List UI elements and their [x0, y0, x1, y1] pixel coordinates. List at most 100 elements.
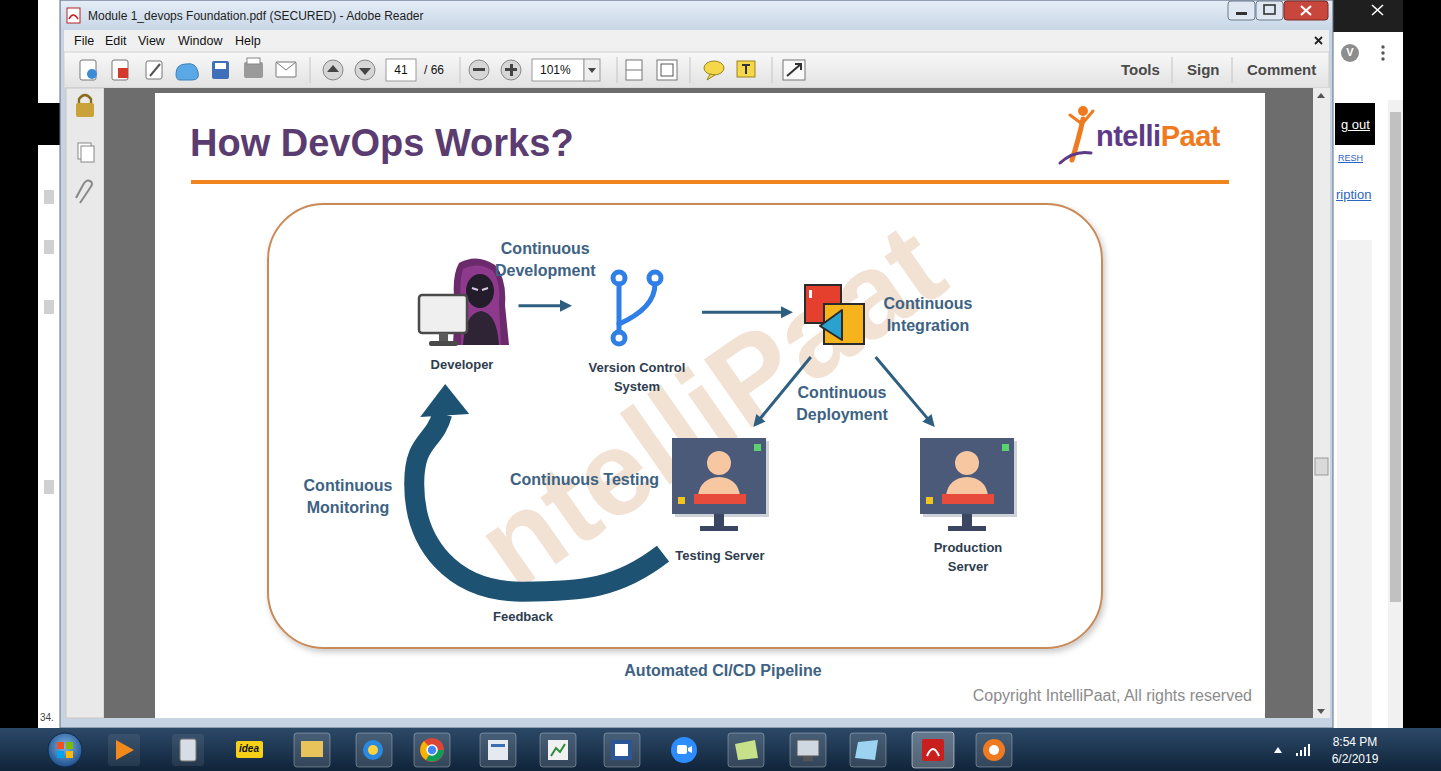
- slide-art: [1078, 106, 1088, 116]
- dev-icon: [453, 258, 509, 345]
- ci-icon: [809, 290, 812, 298]
- browser-window: [1372, 5, 1383, 15]
- side-panel-icons: [81, 146, 94, 162]
- taskbar: [116, 740, 134, 760]
- vcs-icon: [607, 268, 667, 348]
- mon-icon: [942, 494, 994, 504]
- vcs-node: Version Control System: [579, 266, 695, 398]
- toolbar-icons: [532, 59, 584, 81]
- taskbar: [735, 740, 758, 760]
- toolbar-icons: [276, 62, 296, 77]
- toolbar-icons: [118, 68, 128, 78]
- browser-link: ription: [1336, 187, 1371, 202]
- taskbar: [66, 751, 73, 758]
- flow-arrow: [519, 300, 573, 312]
- browser-window: [1337, 240, 1372, 728]
- ci-icon: [824, 304, 864, 344]
- toolbar-icons: [215, 63, 226, 69]
- page-number: 41: [394, 63, 407, 77]
- flow-arrow: [876, 357, 935, 427]
- toolbar-icons: [584, 59, 600, 81]
- taskbar: [983, 739, 1005, 761]
- taskbar: [414, 733, 450, 767]
- arrow-head: [560, 300, 572, 312]
- mon-icon: [672, 438, 766, 514]
- feedback-label: Feedback: [493, 609, 553, 624]
- taskbar: [540, 733, 576, 767]
- mon-icon: [946, 477, 988, 496]
- taskbar: [0, 728, 1441, 771]
- side-panel-icons: [76, 103, 94, 117]
- taskbar: [855, 740, 878, 760]
- browser-link: g out: [1341, 117, 1370, 132]
- browser-window: [44, 190, 54, 204]
- taskbar: [1274, 747, 1282, 753]
- taskbar: [604, 733, 640, 767]
- taskbar: [1308, 744, 1310, 756]
- ci-node: Continuous Integration: [800, 280, 980, 350]
- browser-window: [38, 0, 1403, 728]
- toolbar-icons: [247, 58, 260, 64]
- stage-label: Continuous Testing: [510, 469, 659, 491]
- reader-window: [1315, 37, 1322, 44]
- taskbar: [0, 728, 1441, 771]
- arrow-head: [420, 384, 469, 417]
- flow-arrow: [753, 357, 811, 427]
- status-text: 34.: [40, 712, 54, 723]
- browser-window: [44, 480, 54, 494]
- zoom-value: 101%: [540, 63, 571, 77]
- mon-icon: [955, 451, 979, 475]
- toolbar-icons: [327, 65, 339, 72]
- toolbar-icons: [617, 57, 618, 83]
- mon-icon: [918, 436, 1018, 534]
- mon-icon: [707, 451, 731, 475]
- toolbar-icons: [787, 64, 801, 76]
- menu-item: View: [138, 34, 165, 48]
- reader-window: [64, 30, 1329, 52]
- feedback-curve: [414, 414, 663, 592]
- toolbar-icons: [359, 68, 371, 75]
- toolbar-icons: [112, 60, 128, 80]
- toolbar-icons: [588, 68, 596, 73]
- toolbar-icons: [501, 60, 521, 80]
- browser-window: [44, 240, 54, 254]
- dev-icon: [419, 295, 467, 333]
- slide-art: [1070, 111, 1093, 124]
- page-count: / 66: [424, 63, 444, 77]
- reader-window: [61, 1, 1332, 30]
- taskbar: [368, 745, 378, 755]
- taskbar: [927, 749, 939, 756]
- toolbar-icons: [626, 60, 642, 80]
- mon-icon: [948, 526, 986, 531]
- edge-label: Continuous Development: [486, 238, 604, 282]
- toolbar-icons: [212, 61, 229, 79]
- toolbar-icons: [460, 57, 461, 83]
- toolbar-icons: [386, 59, 416, 81]
- slide-caption: Automated CI/CD Pipeline: [624, 662, 821, 680]
- vcs-icon: [613, 272, 625, 284]
- ci-icon: [820, 310, 842, 340]
- vcs-icon: [613, 332, 625, 344]
- developer-node: Developer: [413, 255, 512, 376]
- vcs-icon: [607, 268, 667, 348]
- taskbar: [803, 756, 813, 761]
- menu-item: Edit: [105, 34, 127, 48]
- browser-window: [1390, 112, 1401, 602]
- reader-window: [1313, 88, 1330, 718]
- reader-window: [1317, 709, 1325, 714]
- toolbar-icons: [742, 65, 750, 74]
- browser-window: [1381, 45, 1384, 48]
- taskbar: [236, 741, 263, 758]
- arrow-line: [519, 304, 562, 307]
- arrow-line: [702, 311, 782, 314]
- copyright-note: Copyright IntelliPaat, All rights reserv…: [973, 687, 1252, 705]
- reader-window: [66, 88, 104, 718]
- side-panel-icons: [79, 95, 91, 104]
- node-label: Continuous Integration: [878, 293, 978, 337]
- feedback-arrow: [414, 384, 663, 592]
- toolbar-icons: [473, 68, 485, 71]
- watermark: ntelliPaat: [452, 195, 968, 614]
- taskbar: [356, 733, 392, 767]
- ci-icon: [805, 285, 841, 323]
